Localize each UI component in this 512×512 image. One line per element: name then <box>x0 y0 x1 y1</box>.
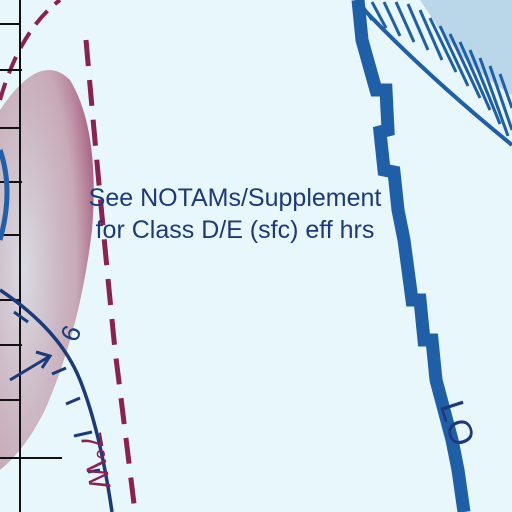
edge-tick-scale <box>0 0 62 512</box>
airspace-boundary-line <box>351 0 471 512</box>
notam-note: See NOTAMs/Supplement for Class D/E (sfc… <box>0 182 470 246</box>
hatched-boundary-edge <box>353 0 512 147</box>
compass-rose-arc <box>0 288 114 512</box>
hatched-boundary <box>358 1 512 137</box>
class-e-shaded-area <box>0 70 94 470</box>
class-e-dashed-boundary <box>0 0 62 101</box>
compass-rose-ticks <box>13 310 101 474</box>
airspace-tint-area <box>420 0 512 95</box>
class-e-dashed-boundary-2 <box>83 39 138 512</box>
magnetic-arrow <box>9 350 53 382</box>
notam-line-2: for Class D/E (sfc) eff hrs <box>95 216 375 244</box>
notam-line-1: See NOTAMs/Supplement <box>88 184 382 212</box>
airport-ring <box>0 149 10 241</box>
